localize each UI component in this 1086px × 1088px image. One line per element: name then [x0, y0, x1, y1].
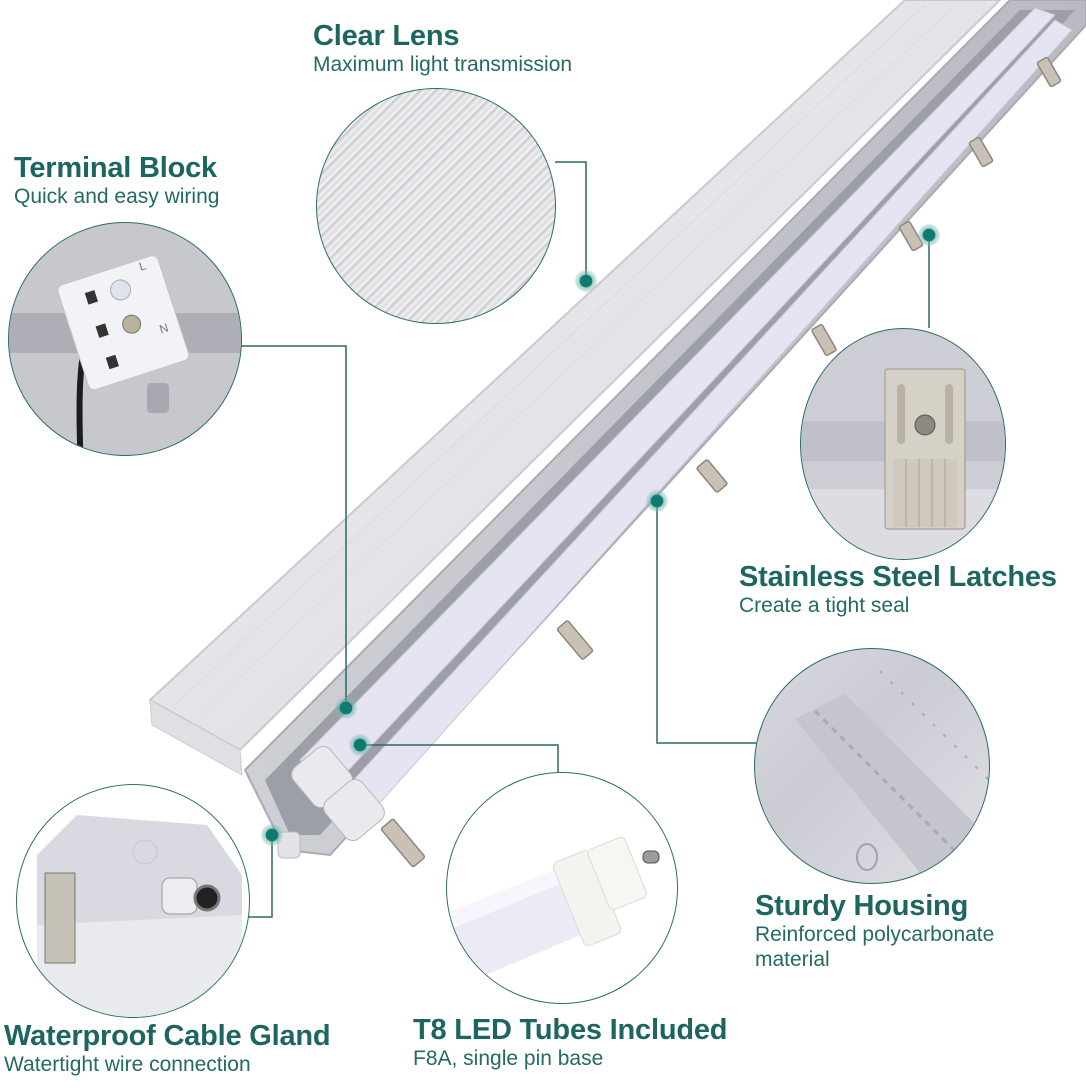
callout-subtitle: Watertight wire connection: [4, 1053, 251, 1076]
t8-led-tube-detail-circle: [446, 772, 678, 1004]
callout-subtitle: F8A, single pin base: [413, 1047, 604, 1070]
callout-title: Stainless Steel Latches: [739, 561, 1057, 593]
lens-cover: [148, 0, 1002, 776]
terminal-mark-n: N: [158, 320, 171, 336]
callout-subtitle: Quick and easy wiring: [14, 185, 220, 208]
callout-sturdy-housing: Sturdy Housing Reinforced polycarbonate …: [755, 890, 994, 972]
callout-stainless-steel-latches: Stainless Steel Latches Create a tight s…: [739, 561, 1057, 618]
callout-subtitle: Create a tight seal: [739, 594, 910, 617]
cable-gland-icon: [37, 815, 242, 1017]
terminal-block-detail-circle: L N: [8, 222, 242, 456]
housing-body: [243, 0, 1086, 859]
cable-gland-detail-circle: [16, 784, 250, 1018]
latches: [380, 56, 1062, 868]
callout-clear-lens: Clear Lens Maximum light transmission: [313, 20, 572, 77]
callout-dots: [261, 224, 940, 846]
callout-title: Waterproof Cable Gland: [4, 1020, 331, 1052]
callout-waterproof-cable-gland: Waterproof Cable Gland Watertight wire c…: [4, 1020, 331, 1077]
callout-subtitle: Reinforced polycarbonate: [755, 923, 995, 946]
housing-rib-icon: [795, 670, 989, 883]
latch-icon: [801, 368, 1005, 559]
clear-lens-detail-circle: [316, 88, 556, 324]
sturdy-housing-detail-circle: [754, 648, 990, 884]
led-tube-icon: [447, 836, 660, 983]
callout-subtitle: Maximum light transmission: [313, 53, 573, 76]
callout-subtitle-line2: material: [755, 948, 830, 971]
callout-t8-led-tubes: T8 LED Tubes Included F8A, single pin ba…: [413, 1014, 727, 1071]
terminal-mark-l: L: [137, 258, 148, 273]
callout-title: Terminal Block: [14, 152, 217, 184]
terminal-block-icon: L N: [9, 255, 241, 455]
callout-title: Sturdy Housing: [755, 890, 969, 922]
callout-connectors: [240, 161, 930, 918]
callout-terminal-block: Terminal Block Quick and easy wiring: [14, 152, 219, 209]
callout-title: Clear Lens: [313, 20, 460, 52]
stainless-latch-detail-circle: [800, 328, 1006, 560]
callout-title: T8 LED Tubes Included: [413, 1014, 728, 1046]
